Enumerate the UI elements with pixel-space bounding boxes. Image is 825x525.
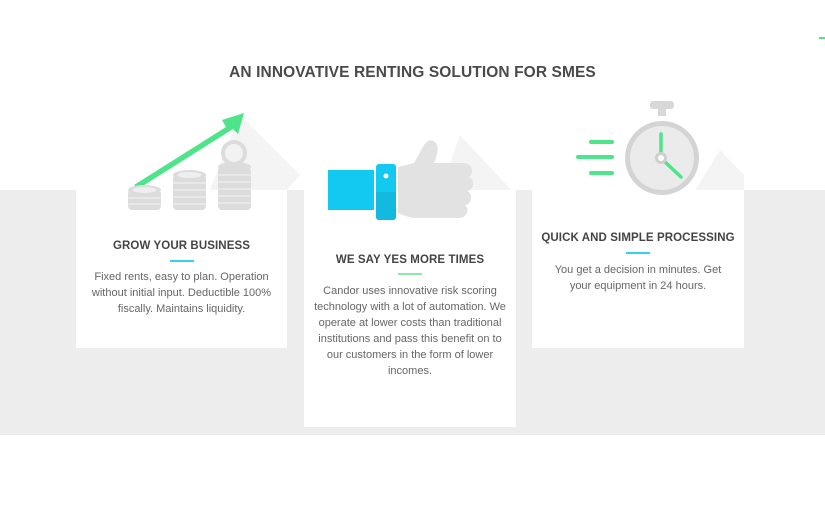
card-description: Fixed rents, easy to plan. Operation wit… (91, 271, 272, 315)
growth-coins-icon (128, 113, 251, 210)
card-title-underline (169, 260, 194, 262)
card-title-underline (626, 252, 650, 254)
card-description: Candor uses innovative risk scoring tech… (314, 285, 506, 377)
card-title: GROW YOUR BUSINESS (112, 240, 251, 252)
card-description: You get a decision in minutes. Get your … (554, 264, 722, 292)
corner-accent-dash (819, 37, 825, 39)
stopwatch-icon (576, 101, 699, 195)
feature-card-quick-processing: QUICK AND SIMPLE PROCESSING You get a de… (532, 190, 744, 348)
feature-card-grow-business: GROW YOUR BUSINESS Fixed rents, easy to … (76, 190, 287, 348)
thumbs-up-icon (328, 140, 474, 220)
feature-card-say-yes: WE SAY YES MORE TIMES Candor uses innova… (304, 190, 516, 427)
card-title-underline (398, 273, 422, 275)
section-title: AN INNOVATIVE RENTING SOLUTION FOR SMES (229, 64, 596, 81)
card-title: WE SAY YES MORE TIMES (335, 254, 485, 266)
card-title: QUICK AND SIMPLE PROCESSING (541, 232, 735, 244)
